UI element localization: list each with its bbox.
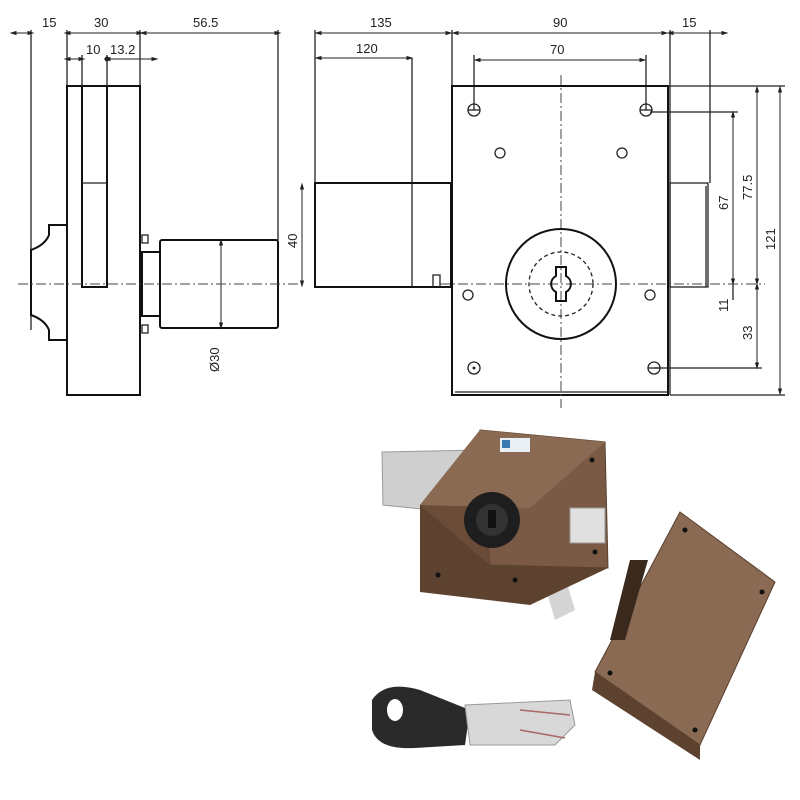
dim-diameter-30: Ø30 — [207, 347, 222, 372]
dim-90: 90 — [553, 15, 567, 30]
dim-30: 30 — [94, 15, 108, 30]
dim-56-5: 56.5 — [193, 15, 218, 30]
dim-10: 10 — [86, 42, 100, 57]
dim-77-5: 77.5 — [740, 175, 755, 200]
dim-15-left: 15 — [42, 15, 56, 30]
front-view: 90 15 70 67 77.5 121 11 33 — [440, 15, 785, 408]
cylinder-rosette — [505, 228, 617, 340]
dim-13-2: 13.2 — [110, 42, 135, 57]
dim-121: 121 — [763, 228, 778, 250]
dim-15-right: 15 — [682, 15, 696, 30]
strike-box — [592, 511, 776, 760]
keyhole-icon — [550, 266, 572, 302]
dim-33: 33 — [740, 326, 755, 340]
dim-40: 40 — [285, 234, 300, 248]
side-view: 15 30 56.5 10 13.2 Ø30 — [9, 15, 300, 396]
dim-70: 70 — [550, 42, 564, 57]
mounting-holes — [462, 103, 661, 375]
dim-135: 135 — [370, 15, 392, 30]
bolt-view: 135 120 40 — [285, 15, 453, 288]
product-photo — [372, 429, 776, 760]
lock-body — [381, 429, 609, 620]
dim-11: 11 — [716, 299, 731, 313]
dim-67: 67 — [716, 196, 731, 210]
dim-120: 120 — [356, 41, 378, 56]
key — [372, 686, 576, 749]
